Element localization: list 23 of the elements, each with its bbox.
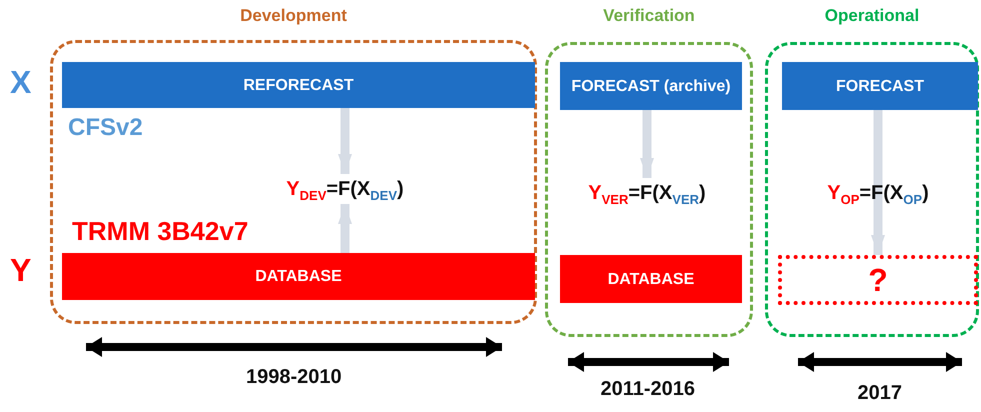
group-heading: Verification: [602, 6, 696, 26]
arrow: [871, 110, 885, 255]
year-range: 2011-2016: [600, 378, 696, 401]
formula-text: Y$_{VER}$=F(X$_{VER}$): [580, 178, 714, 208]
data-bar: REFORECAST: [62, 62, 535, 108]
arrow: [338, 108, 352, 174]
year-range: 2017: [858, 382, 902, 405]
unknown-box: ?: [778, 255, 978, 305]
formula-text: Y$_{OP}$=F(X$_{OP}$): [815, 178, 941, 208]
axis-letter: Y: [10, 252, 32, 289]
dataset-label: CFSv2: [68, 114, 143, 142]
arrow: [640, 110, 654, 178]
data-bar: DATABASE: [62, 253, 535, 300]
data-bar: FORECAST: [782, 62, 978, 110]
group-heading: Development: [239, 6, 348, 26]
data-bar: FORECAST (archive): [560, 62, 742, 110]
dataset-label: TRMM 3B42v7: [72, 216, 248, 247]
data-bar: DATABASE: [560, 255, 742, 303]
year-range: 1998-2010: [246, 366, 342, 389]
axis-letter: X: [10, 64, 32, 101]
formula-text: Y$_{DEV}$=F(X$_{DEV}$): [275, 174, 415, 204]
group-heading: Operational: [824, 6, 920, 26]
arrow: [338, 204, 352, 253]
